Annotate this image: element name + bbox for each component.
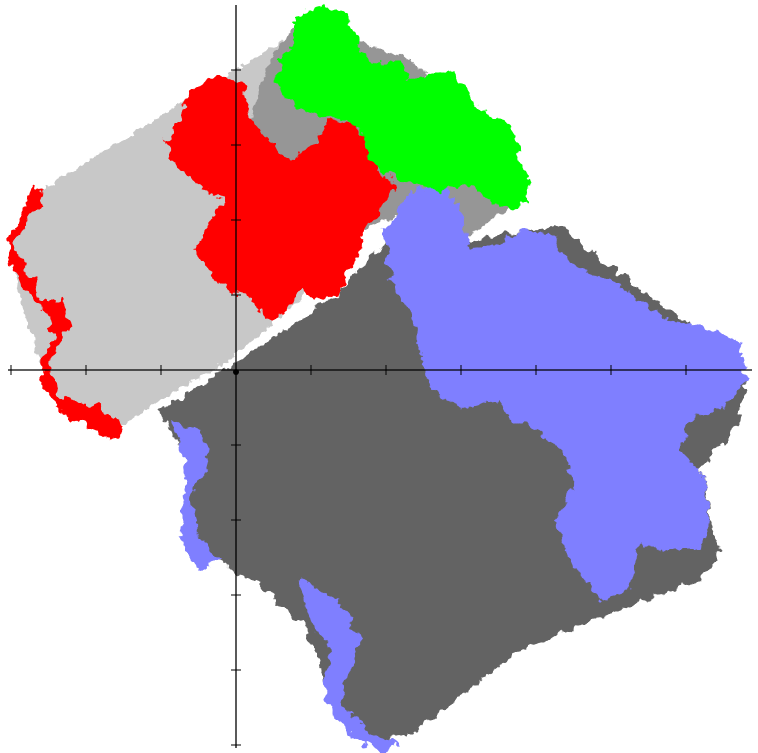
red-fractal-tile [8,75,395,438]
green-fractal-tile [275,8,530,210]
axis-ticks [10,69,687,746]
axes [8,5,752,748]
origin-marker [233,369,239,375]
blue-fractal-tile [170,185,748,752]
